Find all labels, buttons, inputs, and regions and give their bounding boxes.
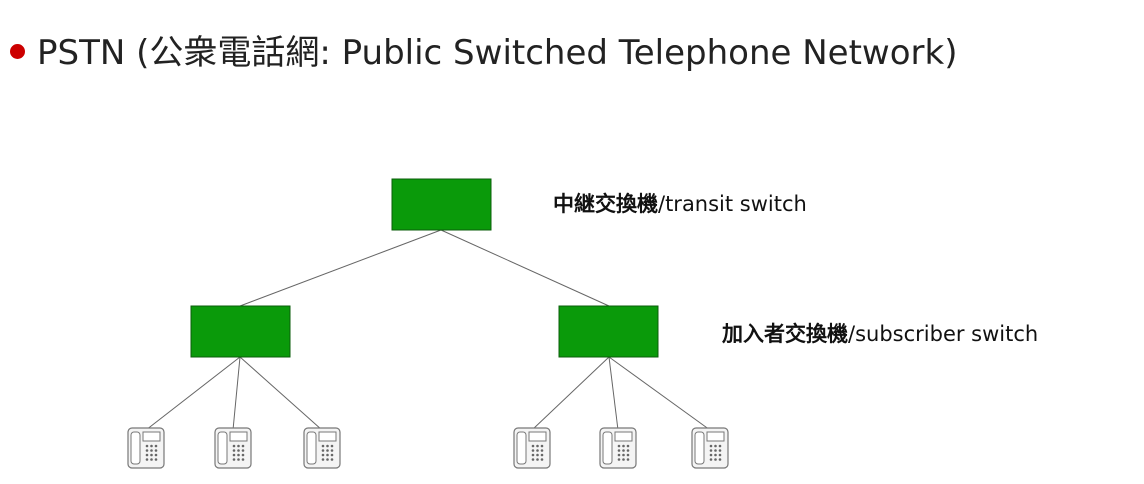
subscriber-switch-left (190, 305, 291, 358)
link-left-phone-2 (232, 356, 241, 431)
phone-right-2-icon (599, 427, 637, 469)
subscriber-switch-label-en: /subscriber switch (848, 322, 1039, 346)
connection-lines (145, 229, 711, 431)
transit-switch (391, 178, 492, 231)
phone-left-3-icon (303, 427, 341, 469)
transit-switch-label-en: /transit switch (658, 192, 807, 216)
transit-switch-label: 中継交換機/transit switch (553, 188, 807, 218)
phone-right-3-icon (691, 427, 729, 469)
link-transit-subscriber-left (239, 229, 442, 307)
phone-left-1-icon (127, 427, 165, 469)
subscriber-switch-label: 加入者交換機/subscriber switch (722, 318, 1038, 348)
heading-line: PSTN (公衆電話網: Public Switched Telephone N… (10, 24, 957, 74)
subscriber-switch-right (558, 305, 659, 358)
bullet-icon (10, 43, 25, 59)
page-title: PSTN (公衆電話網: Public Switched Telephone N… (37, 32, 958, 73)
phone-right-1-icon (513, 427, 551, 469)
subscriber-switch-label-cjk: 加入者交換機 (722, 322, 848, 346)
link-left-phone-1 (145, 356, 241, 431)
link-right-phone-2 (608, 356, 619, 431)
transit-switch-label-cjk: 中継交換機 (553, 192, 658, 216)
link-transit-subscriber-right (440, 229, 610, 307)
phone-left-2-icon (214, 427, 252, 469)
link-left-phone-3 (239, 356, 323, 431)
link-right-phone-3 (608, 356, 711, 431)
link-right-phone-1 (531, 356, 610, 431)
